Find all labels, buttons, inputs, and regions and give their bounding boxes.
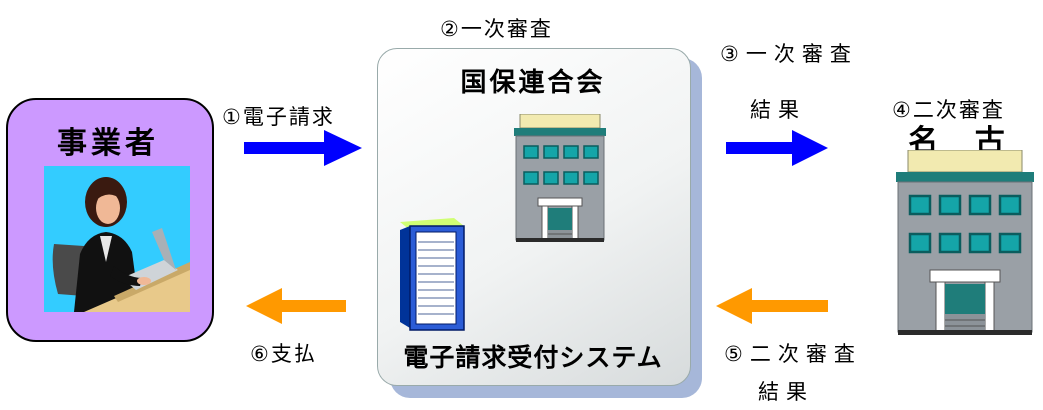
step4-label: ④二次審査 [892,98,1005,122]
step5-label-line2: 結果 [758,380,814,404]
step3-label-line1: ③一次審査 [720,42,858,66]
step2-label: ②一次審査 [440,17,553,41]
arrow-left-icon [716,288,828,324]
step6-label: ⑥支払 [250,342,317,366]
arrow-right-icon [244,130,362,166]
step1-label: ①電子請求 [222,105,335,129]
server-rack-icon [400,218,465,331]
system-caption: 電子請求受付システム [403,343,663,372]
arrow-right-icon [726,130,828,166]
office-building-icon [896,150,1034,335]
arrow-left-icon [246,288,346,324]
operator-title: 事業者 [57,126,159,161]
step3-label-line2: 結果 [750,98,806,122]
kokuho-title: 国保連合会 [460,68,606,98]
step5-label-line1: ⑤二次審査 [724,342,862,366]
office-building-icon [514,114,606,242]
office-worker-icon [44,166,190,312]
